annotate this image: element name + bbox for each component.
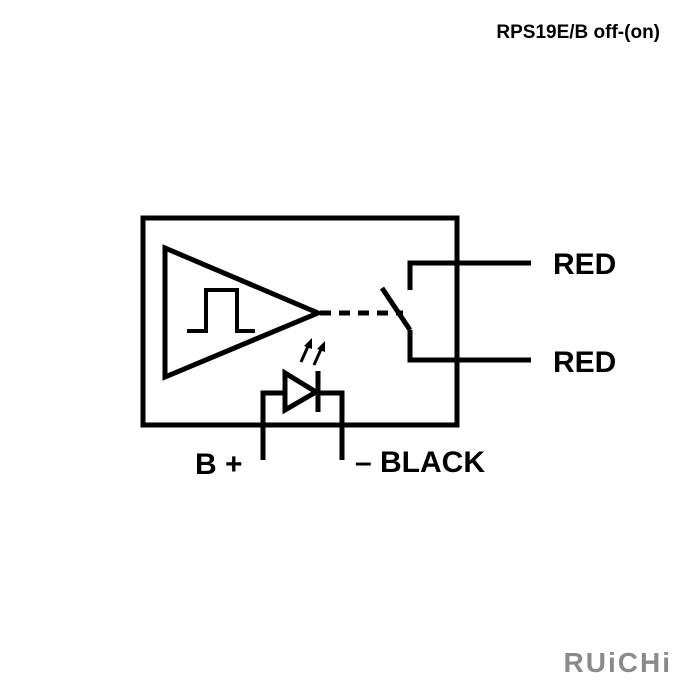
wire-label-minus-black: – BLACK [355, 446, 485, 479]
sensor-housing [140, 215, 460, 428]
wire-label-b-plus: B + [195, 448, 243, 481]
amplifier-icon [162, 244, 325, 381]
wire-label-red-top: RED [553, 248, 616, 281]
wire-label-red-bottom: RED [553, 346, 616, 379]
square-pulse-icon [187, 288, 255, 333]
led-diode-icon [260, 338, 345, 460]
model-title: RPS19E/B off-(on) [496, 22, 660, 43]
brand-logo: RUiCHi [564, 647, 672, 678]
reed-switch-icon [379, 260, 531, 363]
